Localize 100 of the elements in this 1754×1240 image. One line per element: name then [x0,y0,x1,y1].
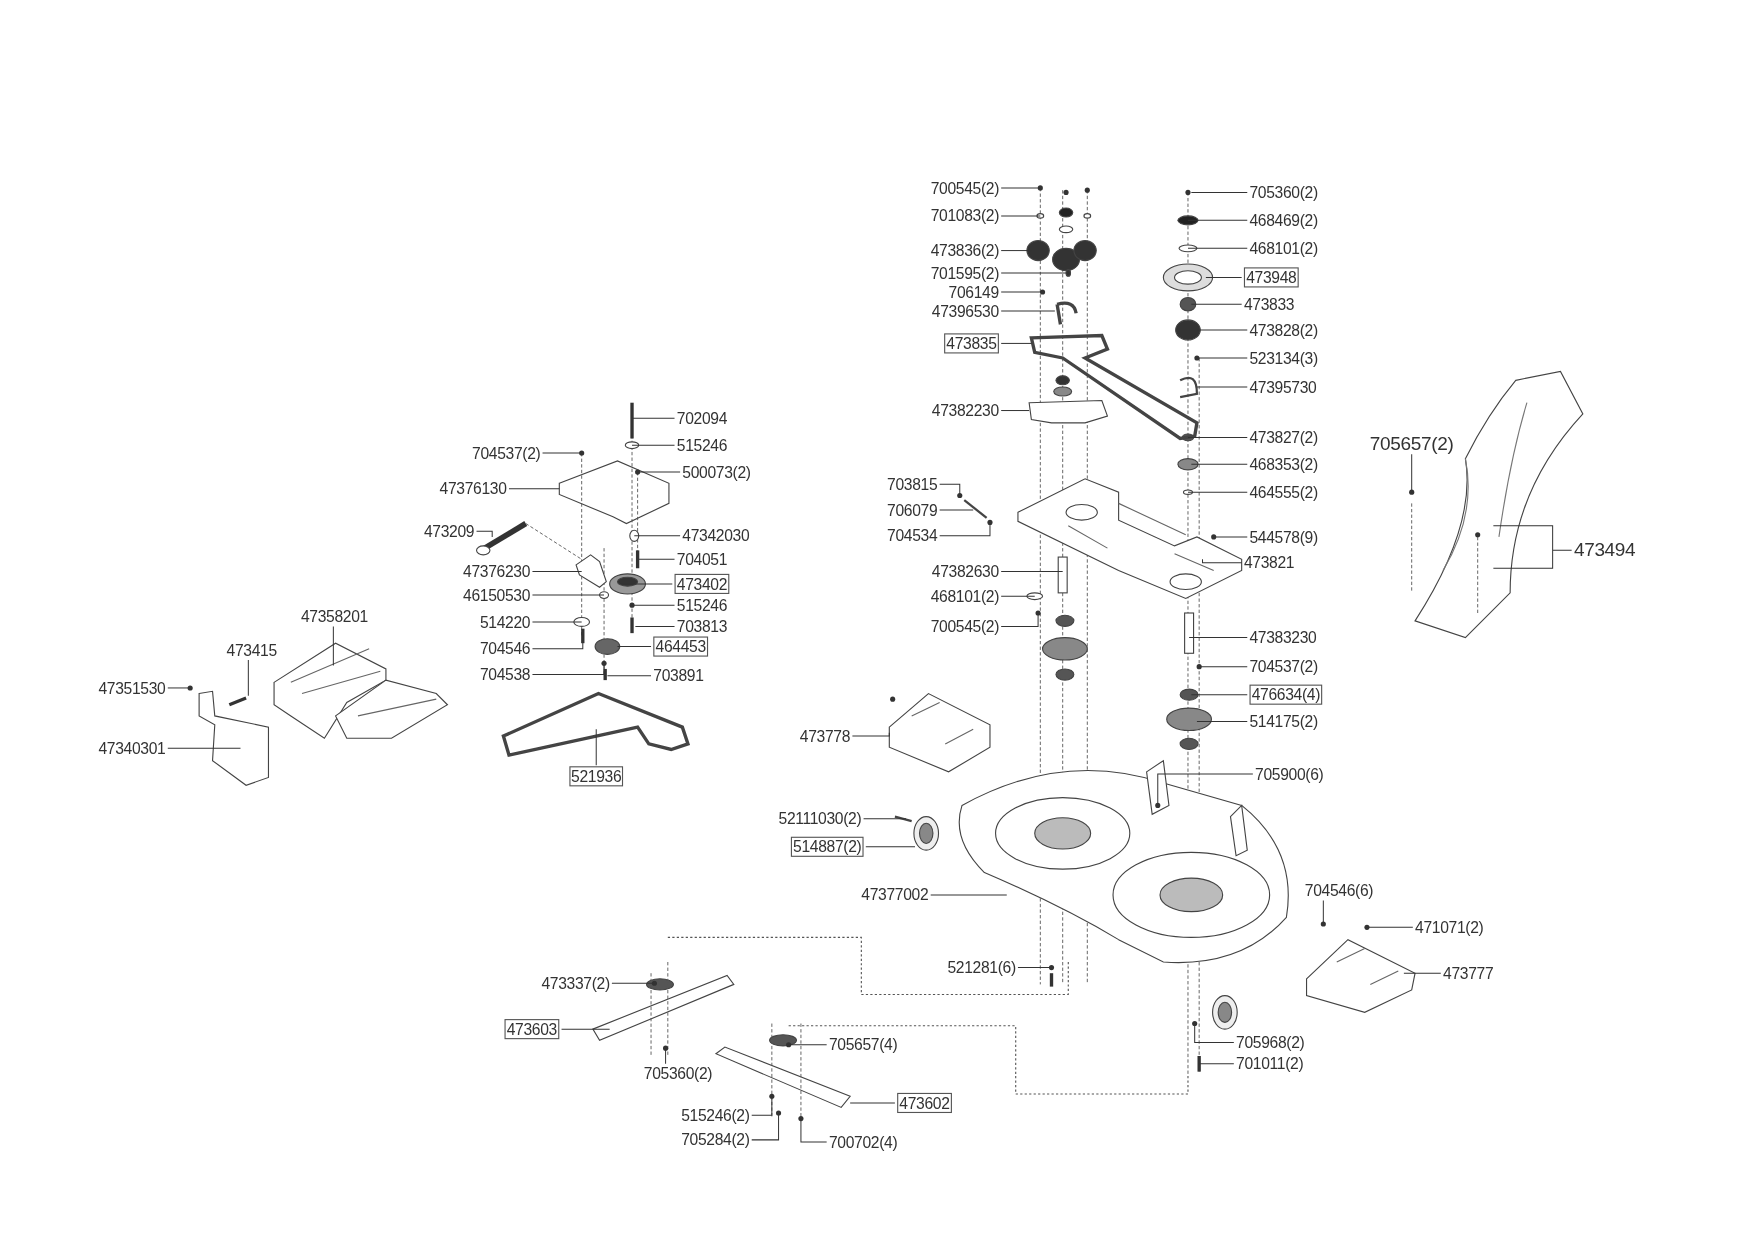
leader-line [1196,386,1248,388]
part-number: 468353(2) [1249,455,1318,474]
leader-line [1000,595,1036,597]
leader-line [167,687,191,689]
part-number: 47376230 [463,562,531,581]
part-number: 471071(2) [1415,918,1484,937]
part-number: 500073(2) [682,463,751,481]
part-number: 705284(2) [681,1130,750,1149]
leader-line [634,625,676,627]
leader-line [1190,191,1248,193]
leader-line [1000,571,1064,573]
part-number: 701595(2) [930,264,1000,282]
part-number: 473209 [423,522,475,541]
leader-line [631,417,676,419]
leader-line [863,818,907,820]
part-number: 473827(2) [1249,428,1318,447]
leader-line [1190,694,1248,696]
leader-line [751,1095,773,1116]
part-number: 700702(4) [828,1133,898,1152]
leader-line [1190,303,1243,305]
part-number: 473821 [1243,553,1295,572]
leader-line [1187,247,1248,249]
leader-line [1322,900,1324,925]
part-number: 52111030(2) [778,809,862,828]
part-number: 702094 [676,409,727,428]
leader-line [631,604,676,606]
leader-line [606,675,652,677]
part-number: 703815 [887,475,938,494]
leader-line [800,1118,828,1143]
part-number: 703813 [676,617,727,636]
part-number: 701083(2) [930,206,1000,225]
part-number: 700545(2) [930,179,1000,197]
leader-line [788,1044,828,1046]
part-number: 47340301 [98,739,166,758]
part-number: 515246 [676,596,727,615]
part-number: 473777 [1443,964,1494,983]
part-number: 464555(2) [1249,483,1318,502]
part-number: 514220 [479,613,531,631]
leader-line [1366,926,1414,928]
leader-line [849,1102,896,1104]
leader-line [1000,342,1032,344]
part-number: 46150530 [463,586,531,605]
part-number: 705360(2) [643,1064,713,1083]
part-number: 704537(2) [1249,657,1318,676]
part-number: 706079 [887,501,938,520]
part-number: 47351530 [98,679,166,697]
leader-line [531,621,583,623]
leader-line [595,728,597,766]
part-number: 706149 [948,283,999,301]
part-number: 468101(2) [930,587,1000,606]
part-number: 704546(6) [1304,881,1374,900]
leader-line [1403,972,1442,974]
leader-line [1188,637,1248,639]
part-number: 473836(2) [930,241,1000,260]
leader-line [1000,612,1039,627]
leader-line [1205,276,1243,278]
leader-line [930,894,1008,896]
leader-line [1198,1063,1235,1065]
leader-line [531,571,583,573]
part-number: 703891 [653,666,704,685]
leader-line [1000,215,1041,217]
leader-line [1000,291,1044,293]
leader-line [751,1112,780,1141]
leader-line [665,1047,667,1065]
leader-line [637,471,681,473]
leader-line [1196,721,1248,722]
part-number: 468101(2) [1249,239,1318,258]
part-number: 704538 [479,665,531,684]
part-number: 47377002 [861,885,929,904]
part-number: 47382630 [931,562,999,581]
leader-line [939,509,974,511]
part-number: 515246(2) [681,1106,750,1125]
part-number: 47376130 [439,479,507,498]
part-number: 700545(2) [930,617,1000,636]
leader-line [531,594,605,596]
leader-line [247,659,249,697]
part-number: 705900(6) [1255,765,1324,784]
leader-line [1000,187,1041,189]
part-number: 473778 [799,727,851,745]
part-number: 515246 [676,436,727,455]
leader-line [1187,219,1248,221]
part-number: 704051 [676,550,727,569]
leader-line [1411,453,1413,493]
leader-line [939,483,961,497]
part-number: 473415 [226,640,277,659]
leader-line [611,982,655,984]
leader-line [631,444,676,446]
leader-line [1190,463,1248,465]
leader-line [637,558,676,560]
part-number: 705657(4) [828,1035,898,1054]
part-number: 473828(2) [1249,321,1318,339]
leader-line [1187,436,1248,438]
part-number: 523134(3) [1249,349,1318,367]
part-number: 468469(2) [1249,211,1318,230]
leader-line [1202,558,1243,564]
leader-line [531,634,584,650]
leader-line [633,535,681,537]
part-number: 705360(2) [1249,183,1318,202]
leader-line [1194,1023,1235,1044]
leader-line [1492,525,1573,569]
